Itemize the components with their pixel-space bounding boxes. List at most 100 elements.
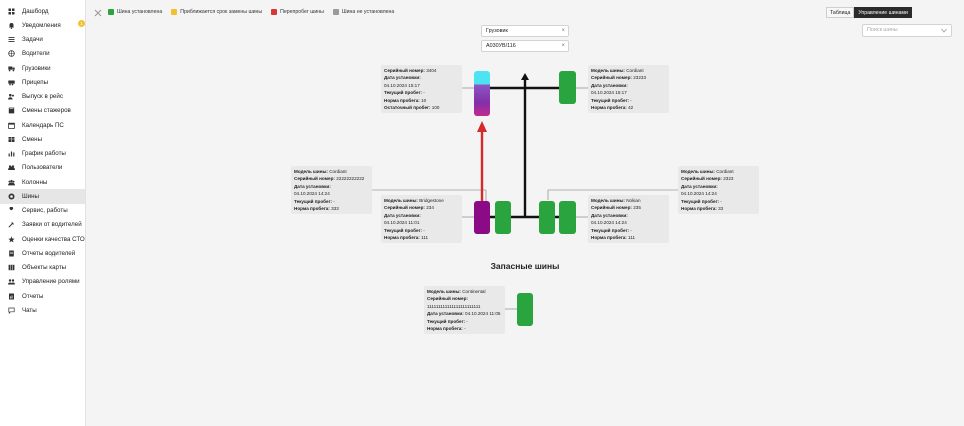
sidebar-item-label: Дашборд (22, 7, 49, 15)
sidebar-item-label: Отчеты (22, 292, 44, 300)
legend-label: Приближается срок замены шины (180, 9, 263, 15)
sidebar-item-label: Заявки от водителей (22, 221, 82, 229)
tire-info-rear-right-inner: Модель шины: Nokian Серийный номер: 235 … (588, 195, 669, 244)
sidebar-item[interactable]: Уведомления 1 (0, 18, 85, 32)
sidebar-item-label: Выпуск в рейс (22, 93, 63, 101)
tools-icon (6, 220, 16, 230)
sidebar-item[interactable]: Отчеты водителей (0, 246, 85, 260)
sidebar-item[interactable]: Заявки от водителей (0, 218, 85, 232)
sidebar-item[interactable]: Объекты карты (0, 261, 85, 275)
legend-label: Перепробег шины (280, 9, 324, 15)
sidebar-item[interactable]: Смены стажеров (0, 104, 85, 118)
sidebar-item[interactable]: Оценки качества СТО (0, 232, 85, 246)
sidebar-item[interactable]: Календарь ПС (0, 118, 85, 132)
bell-icon (6, 20, 16, 30)
legend-swatch-gray (332, 9, 339, 15)
sidebar-item-label: Календарь ПС (22, 121, 64, 129)
sidebar-item[interactable]: Управление ролями (0, 275, 85, 289)
sidebar-item-label: График работы (22, 150, 66, 158)
tire-front-left[interactable] (474, 71, 490, 116)
sidebar-item[interactable]: Дашборд (0, 4, 85, 18)
chart-icon (6, 149, 16, 159)
legend-swatch-green (108, 9, 114, 15)
clear-icon[interactable]: × (561, 43, 565, 49)
legend-swatch-yellow (171, 9, 178, 15)
legend-swatch-red (271, 9, 278, 15)
tire-info-rear-left-inner: Модель шины: Bridgestone Серийный номер:… (381, 195, 462, 244)
sidebar-item[interactable]: Выпуск в рейс (0, 90, 85, 104)
sidebar-item-label: Уведомления (22, 21, 61, 29)
chevron-down-icon (941, 28, 947, 33)
tire-front-right[interactable] (559, 71, 576, 104)
grid-icon (6, 6, 16, 16)
tab-tire-management[interactable]: Управление шинами (854, 7, 912, 18)
tire-spare[interactable] (517, 293, 533, 326)
sidebar-item-label: Водители (22, 50, 50, 58)
serial-value: 3404 (426, 68, 437, 73)
sidebar-item[interactable]: Водители (0, 47, 85, 61)
tire-rear-right-inner[interactable] (539, 201, 555, 234)
tire-info-rear-left-outer: Модель шины: Cordiant Серийный номер: 22… (291, 166, 372, 215)
sidebar-item[interactable]: Грузовики (0, 61, 85, 75)
legend-label: Шина не установлена (341, 9, 395, 15)
close-icon[interactable] (94, 9, 102, 17)
table-icon (6, 134, 16, 144)
sidebar-item-label: Сервис, работы (22, 207, 68, 215)
sidebar-item[interactable]: Пользователи (0, 161, 85, 175)
sidebar-item[interactable]: Прицепы (0, 75, 85, 89)
sidebar-item-label: Управление ролями (22, 278, 80, 286)
sidebar-item-label: Колонны (22, 178, 48, 186)
book-icon (6, 106, 16, 116)
sidebar-item-label: Смены стажеров (22, 107, 71, 115)
tab-table[interactable]: Таблица (826, 7, 855, 18)
sidebar-item-label: Прицепы (22, 78, 49, 86)
star-icon (6, 234, 16, 244)
view-toggle: Таблица Управление шинами (826, 7, 912, 18)
sidebar-item[interactable]: Чаты (0, 303, 85, 317)
people-group-icon (6, 177, 16, 187)
sidebar-item-label: Шины (22, 192, 39, 200)
wrench-icon (6, 206, 16, 216)
vehicle-number-select[interactable]: А030УВ/116 × (481, 40, 569, 52)
tire-rear-left-outer[interactable] (474, 201, 490, 234)
truck-icon (6, 63, 16, 73)
spare-tires-title: Запасные шины (490, 261, 560, 271)
sidebar-item[interactable]: Задачи (0, 33, 85, 47)
sidebar-item-label: Смены (22, 135, 43, 143)
map-icon (6, 263, 16, 273)
sidebar-item[interactable]: Отчеты (0, 289, 85, 303)
sidebar-item[interactable]: График работы (0, 147, 85, 161)
users-icon (6, 92, 16, 102)
calendar-icon (6, 120, 16, 130)
tire-rear-left-inner[interactable] (495, 201, 511, 234)
vehicle-type-select[interactable]: Грузовик × (481, 25, 569, 37)
sidebar-item[interactable]: Шины (0, 189, 85, 204)
globe-icon (6, 49, 16, 59)
roles-icon (6, 277, 16, 287)
chat-icon (6, 305, 16, 315)
list-icon (6, 35, 16, 45)
report-icon (6, 291, 16, 301)
vehicle-number-value: А030УВ/116 (486, 43, 516, 49)
sidebar-item-label: Пользователи (22, 164, 63, 172)
tire-info-spare: Модель шины: Continental Серийный номер:… (424, 286, 505, 335)
install-date-value: 04.10.2024 15:17 (384, 82, 420, 88)
tire-search-select[interactable]: Поиск шины (862, 24, 952, 37)
tire-info-front-left: Серийный номер: 3404 Дата установки: 04.… (381, 65, 462, 114)
sidebar-item-label: Чаты (22, 306, 37, 314)
people-icon (6, 163, 16, 173)
clear-icon[interactable]: × (561, 28, 565, 34)
notification-badge: 1 (78, 20, 85, 28)
tire-info-rear-right-outer: Модель шины: Cordiant Серийный номер: 23… (678, 166, 759, 215)
sidebar-item[interactable]: Сервис, работы (0, 204, 85, 218)
sidebar-item-label: Грузовики (22, 64, 51, 72)
legend-label: Шина установлена (117, 9, 163, 15)
sidebar-item[interactable]: Колонны (0, 175, 85, 189)
sidebar-item[interactable]: Смены (0, 132, 85, 146)
tire-info-front-right: Модель шины: Cordiant Серийный номер: 23… (588, 65, 669, 114)
tire-rear-right-outer[interactable] (559, 201, 576, 234)
vehicle-type-value: Грузовик (486, 28, 508, 34)
sidebar-item-label: Объекты карты (22, 264, 67, 272)
status-legend: Шина установлена Приближается срок замен… (108, 9, 403, 15)
